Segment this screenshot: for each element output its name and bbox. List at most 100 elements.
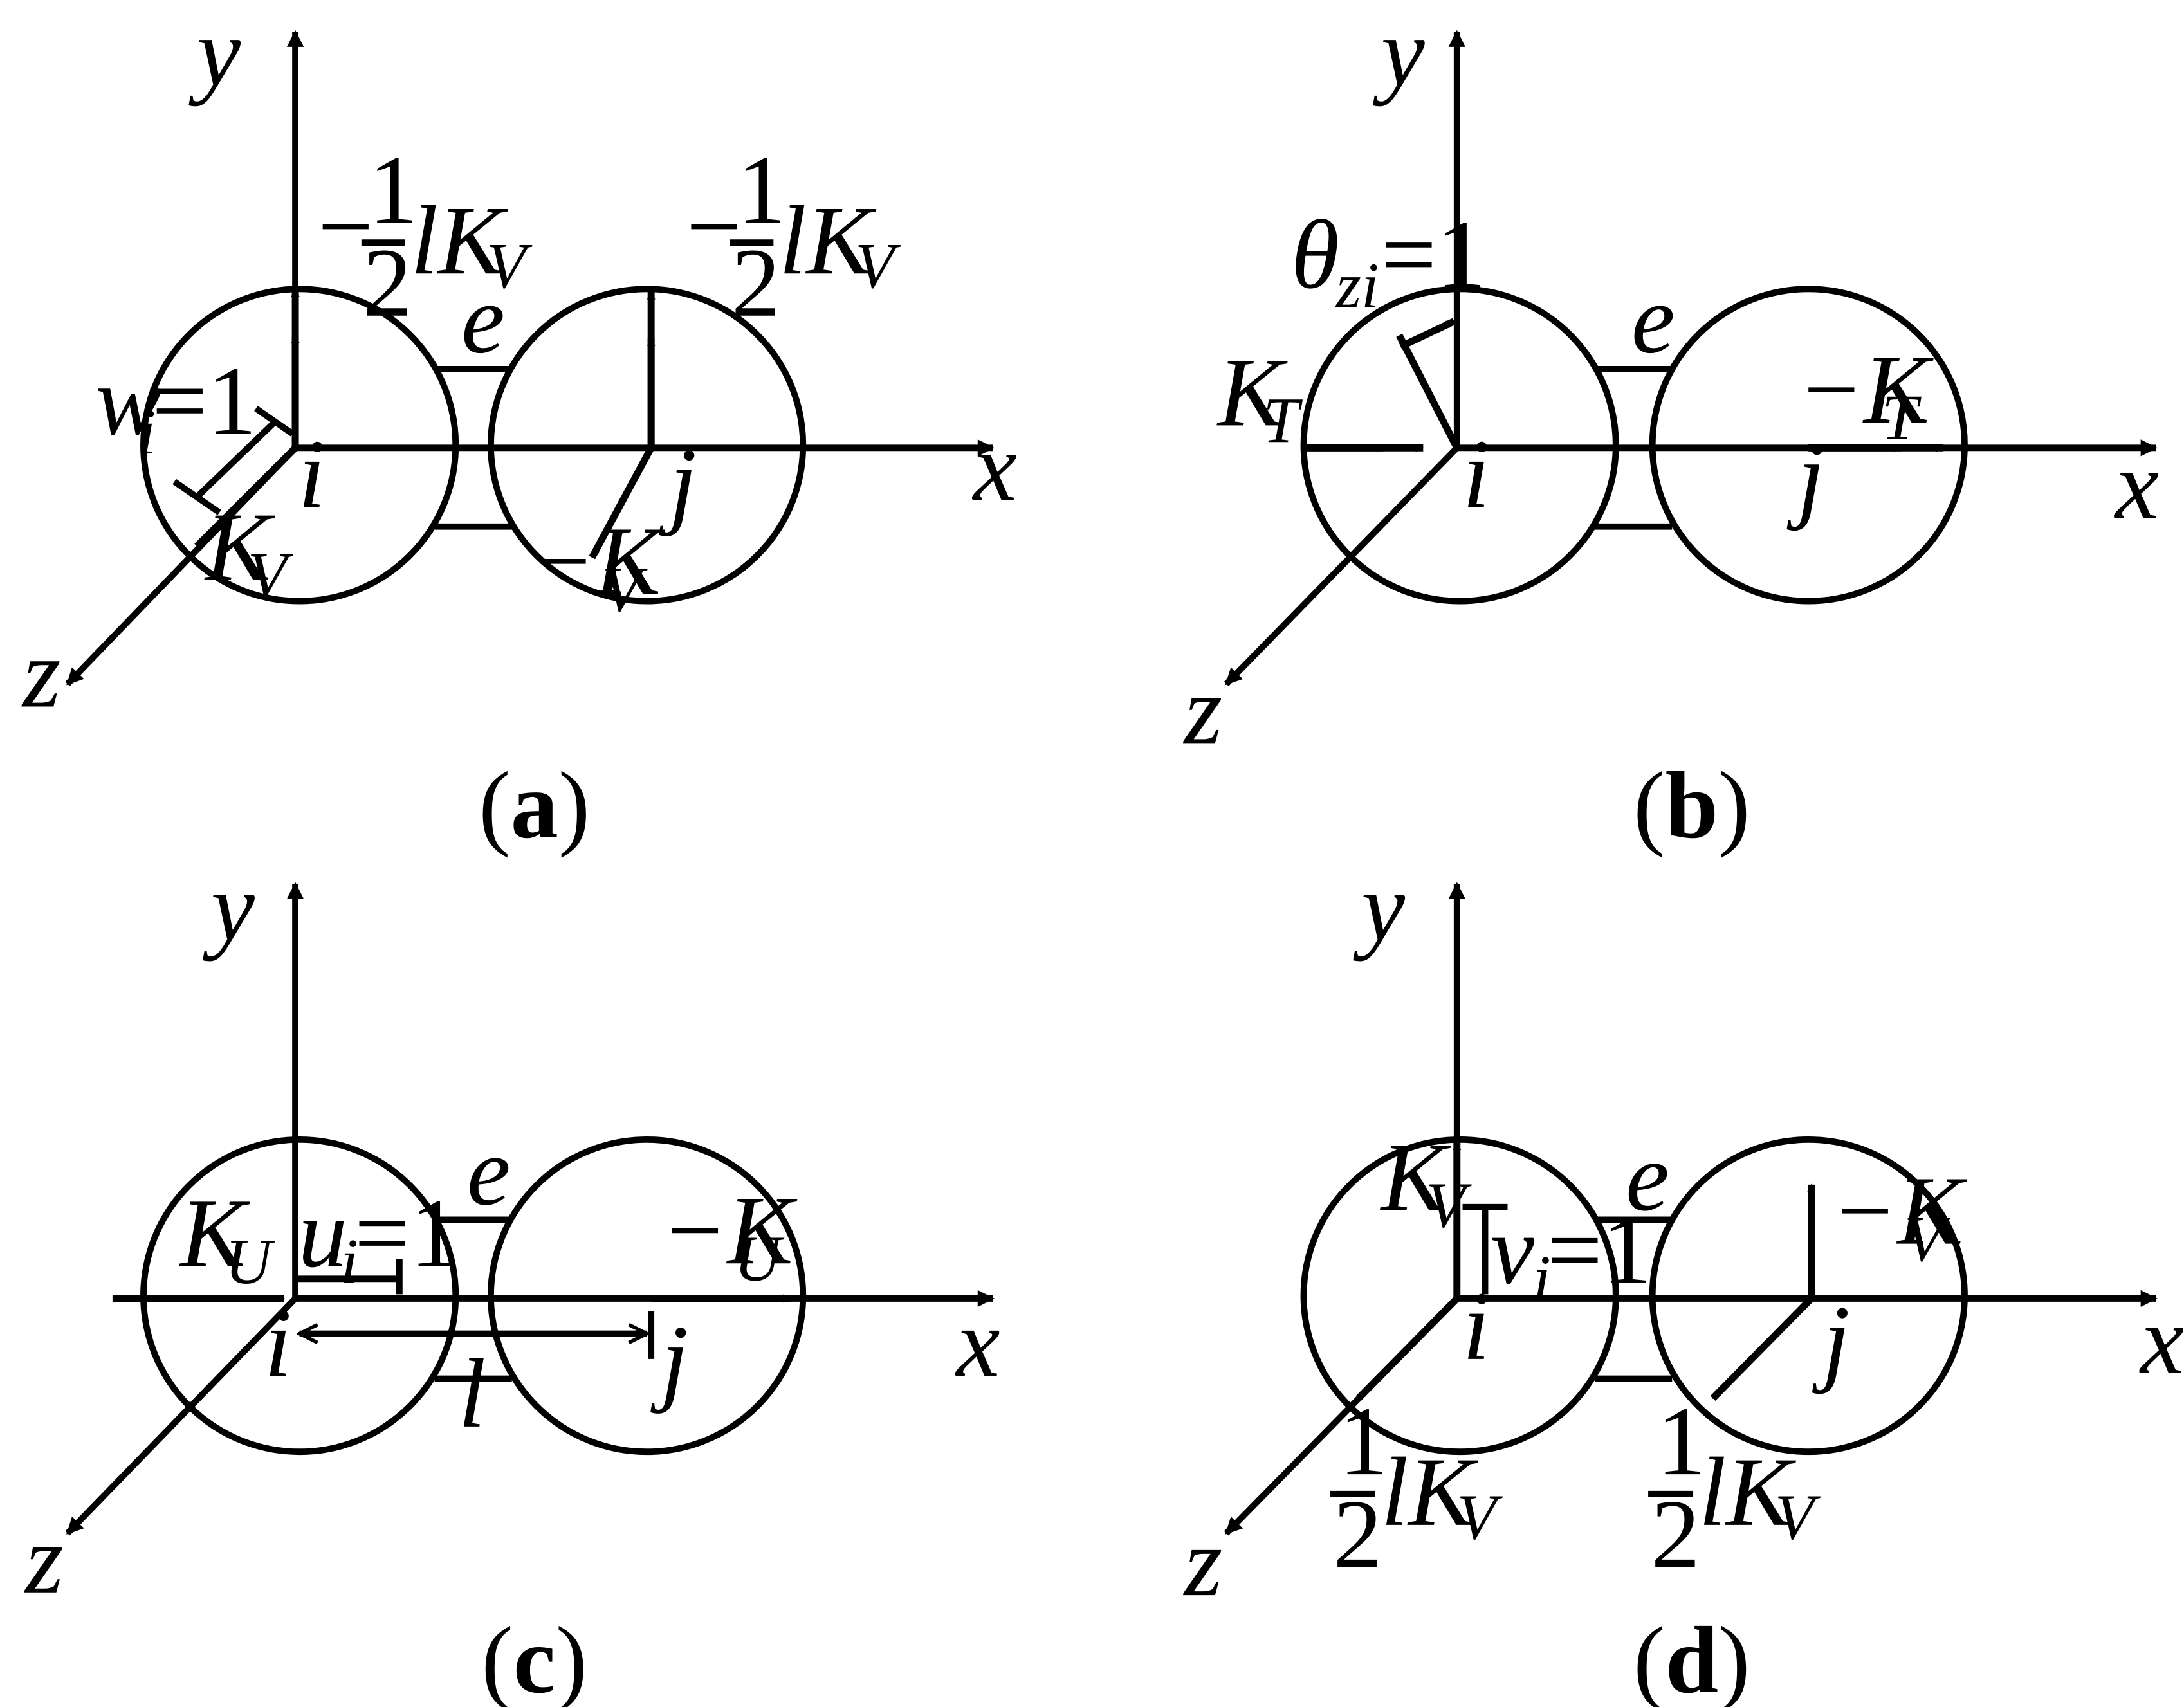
svg-text:U: U <box>734 1222 785 1294</box>
svg-text:V: V <box>1457 1481 1503 1553</box>
panel-c-z-axis <box>65 1296 298 1536</box>
svg-text:i: i <box>340 1225 358 1297</box>
svg-text:−K: −K <box>1797 336 1934 444</box>
panel-d-node-j: j <box>1812 1286 1850 1395</box>
svg-text:=1: =1 <box>152 347 257 455</box>
svg-text:V: V <box>486 230 533 302</box>
panel-a-moment-label-j: − 1 2 lK V <box>686 136 901 338</box>
svg-text:T: T <box>1263 385 1303 457</box>
panel-c-force-j-label: −K U <box>661 1176 797 1294</box>
panel-c-z-label: z <box>24 1506 64 1614</box>
panel-d-displacement-marker <box>1462 1203 1508 1295</box>
panel-a-displacement-marker <box>172 406 295 515</box>
panel-a-caption: (a) <box>479 753 590 859</box>
svg-text:1: 1 <box>369 136 418 245</box>
svg-text:(d): (d) <box>1633 1608 1750 1707</box>
panel-b-particle-j <box>1649 286 1968 605</box>
panel-d-displacement-label: v i =1 <box>1491 1196 1651 1314</box>
svg-text:T: T <box>1882 381 1922 453</box>
panel-d-force-arrow-j-diag <box>1710 1296 1814 1401</box>
svg-text:w: w <box>96 347 161 455</box>
svg-text:=1: =1 <box>1381 201 1486 309</box>
svg-text:V: V <box>1426 1169 1473 1241</box>
svg-text:=1: =1 <box>1547 1196 1652 1305</box>
panel-a-particle-j <box>488 286 807 605</box>
svg-text:=1: =1 <box>354 1180 459 1288</box>
svg-text:K: K <box>1216 338 1288 447</box>
svg-text:−K: −K <box>1831 1157 1967 1266</box>
svg-text:2: 2 <box>731 229 781 338</box>
svg-text:2: 2 <box>363 229 412 338</box>
panel-c-displacement-marker <box>298 1259 403 1295</box>
svg-text:K: K <box>204 493 275 602</box>
svg-text:−: − <box>318 172 373 281</box>
svg-text:lK: lK <box>1699 1438 1797 1547</box>
svg-text:V: V <box>855 230 901 302</box>
panel-d: y x z i j e v i =1 K V −K V 1 2 lK V 1 2 <box>1183 853 2184 1707</box>
panel-b-z-label: z <box>1183 656 1223 765</box>
panel-b-caption: (b) <box>1633 753 1750 859</box>
svg-text:(c): (c) <box>481 1608 587 1707</box>
panel-d-particle-j <box>1649 1136 1968 1456</box>
panel-a-node-i: i <box>298 420 326 529</box>
panel-a-x-label: x <box>972 413 1017 522</box>
panel-a-particle-i <box>140 286 459 605</box>
panel-c-y-label: y <box>203 853 255 962</box>
panel-b-axes <box>1224 30 2158 687</box>
panel-b-rotated-line <box>1396 333 1460 450</box>
svg-text:i: i <box>138 396 156 468</box>
svg-text:1: 1 <box>737 136 787 245</box>
panel-d-moment-label-j: 1 2 lK V <box>1648 1387 1821 1589</box>
svg-text:lK: lK <box>1381 1438 1479 1547</box>
svg-text:i: i <box>1533 1242 1551 1314</box>
panel-a-moment-label-i: − 1 2 lK V <box>318 136 533 338</box>
panel-b-rotation-arrow <box>1399 318 1456 350</box>
panel-a-bond <box>434 365 512 530</box>
panel-b-bond-label: e <box>1631 266 1675 374</box>
svg-text:1: 1 <box>1656 1387 1706 1496</box>
panel-b-y-label: y <box>1373 0 1425 107</box>
svg-text:v: v <box>1491 1196 1534 1305</box>
svg-text:−K: −K <box>661 1176 797 1285</box>
panel-d-force-j-label: −K V <box>1831 1157 1967 1275</box>
panel-d-bond <box>1595 1216 1673 1382</box>
svg-text:−: − <box>686 172 742 281</box>
panel-d-y-label: y <box>1353 853 1405 962</box>
svg-text:(b): (b) <box>1633 753 1750 859</box>
panel-d-bond-label: e <box>1626 1123 1669 1232</box>
svg-text:u: u <box>298 1180 347 1288</box>
panel-a-force-j-label: −K V <box>529 507 665 625</box>
panel-c-displacement-label: u i =1 <box>298 1180 459 1297</box>
panel-c-bond <box>434 1216 512 1382</box>
svg-text:V: V <box>1904 1203 1950 1275</box>
svg-text:(a): (a) <box>479 753 590 859</box>
panel-a-force-arrow-i-diag <box>194 445 298 549</box>
panel-b-rotation-label: θ zi =1 <box>1291 201 1486 322</box>
panel-a-displacement-label: w i =1 <box>96 347 257 468</box>
svg-text:2: 2 <box>1651 1480 1700 1589</box>
panel-b-bond <box>1595 365 1673 530</box>
panel-c: y x z i j e l u i =1 K U −K U (c) <box>24 853 1000 1707</box>
panel-c-node-i: i <box>264 1289 292 1398</box>
panel-c-x-label: x <box>955 1289 1000 1398</box>
panel-d-force-i-label: K V <box>1380 1123 1473 1241</box>
panel-a-bond-label: e <box>461 266 505 374</box>
svg-text:V: V <box>602 553 648 625</box>
panel-d-caption: (d) <box>1633 1608 1750 1707</box>
panel-b-z-axis <box>1224 445 1460 687</box>
panel-c-node-j: j <box>650 1306 688 1414</box>
svg-text:2: 2 <box>1333 1480 1382 1589</box>
panel-d-x-label: x <box>2139 1286 2184 1395</box>
svg-text:−K: −K <box>529 507 665 616</box>
panel-c-caption: (c) <box>481 1608 587 1707</box>
panel-a-z-label: z <box>21 620 61 729</box>
panel-c-particle-j <box>488 1136 807 1456</box>
svg-text:zi: zi <box>1335 250 1379 322</box>
svg-text:lK: lK <box>410 187 508 295</box>
panel-b-x-label: x <box>2114 432 2159 540</box>
svg-text:lK: lK <box>779 187 877 295</box>
panel-d-z-label: z <box>1183 1508 1223 1617</box>
panel-c-length-label: l <box>459 1340 486 1448</box>
svg-text:K: K <box>1380 1123 1451 1232</box>
svg-text:U: U <box>225 1225 276 1297</box>
